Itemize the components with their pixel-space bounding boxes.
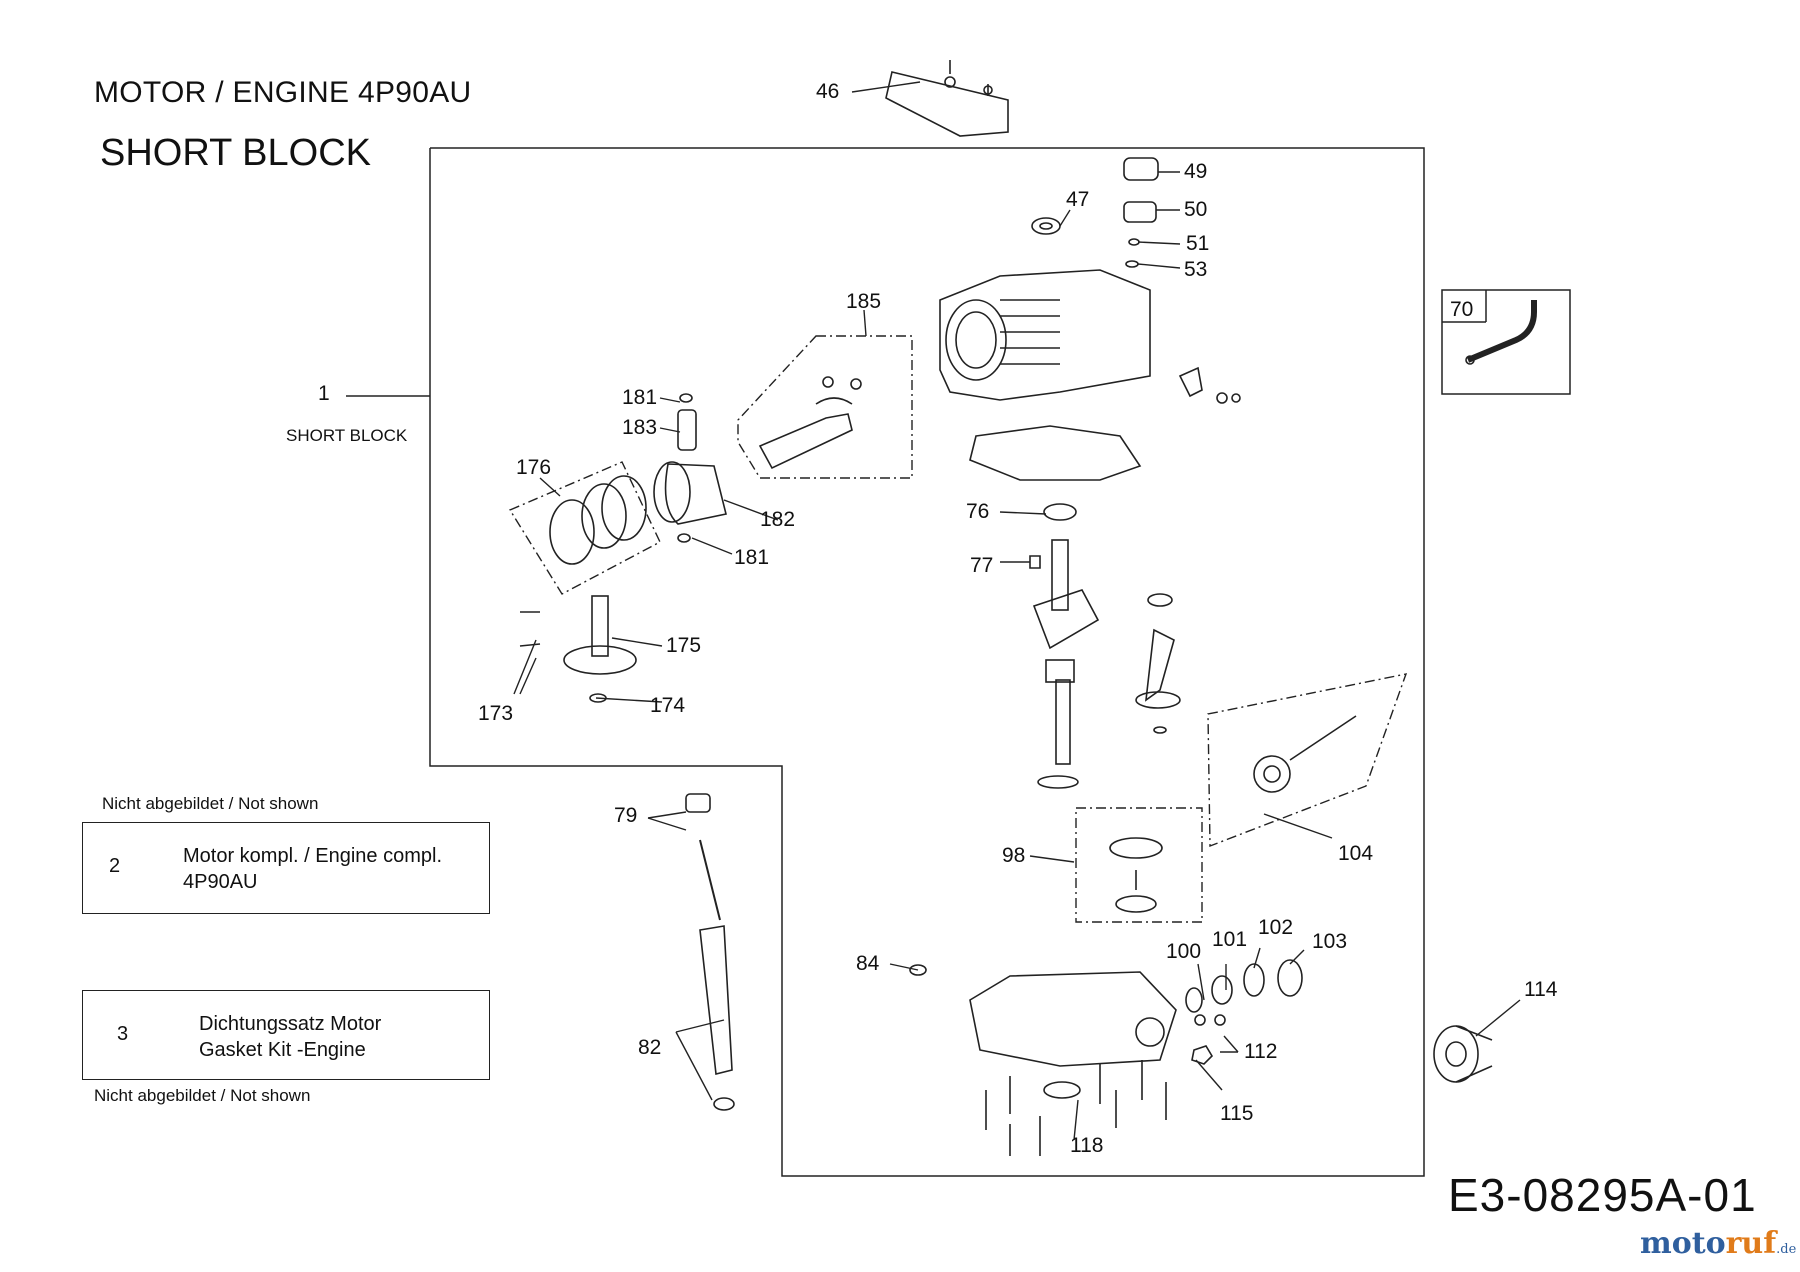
callout-47: 47	[1066, 188, 1090, 211]
not-shown-note-bottom: Nicht abgebildet / Not shown	[94, 1086, 311, 1105]
part-104-governor	[1253, 755, 1291, 793]
callout-1: 1	[318, 382, 330, 405]
part-183-pin	[677, 409, 697, 451]
callout-50: 50	[1184, 198, 1208, 221]
callout-112: 112	[1244, 1040, 1278, 1063]
callout-46: 46	[816, 80, 840, 103]
part-101-spring	[1211, 975, 1233, 1005]
item-2-line1: Motor kompl. / Engine compl.	[183, 845, 442, 867]
item-3-line2: Gasket Kit -Engine	[199, 1039, 366, 1061]
part-sump-cover	[969, 971, 1177, 1067]
part-185-conrod	[758, 413, 853, 470]
part-102-oring	[1243, 963, 1265, 997]
part-50-plate	[1123, 201, 1157, 223]
callout-182: 182	[760, 508, 796, 531]
callout-70: 70	[1450, 298, 1474, 321]
callout-101: 101	[1212, 928, 1248, 951]
callout-77: 77	[970, 554, 994, 577]
page-title: MOTOR / ENGINE 4P90AU	[94, 76, 472, 109]
group-185-outline	[737, 335, 913, 479]
part-70-hose	[1466, 300, 1537, 363]
callout-84: 84	[856, 952, 880, 975]
part-84-plug	[909, 964, 927, 976]
part-77-key	[1029, 555, 1041, 569]
part-82-tube	[699, 925, 733, 1075]
part-79-cap	[685, 793, 711, 813]
callout-118: 118	[1070, 1134, 1104, 1157]
part-176-ring-3	[601, 475, 647, 541]
part-115-nut	[1191, 1045, 1214, 1065]
part-182-piston	[664, 463, 727, 525]
part-76-seal	[1043, 503, 1077, 521]
short-block-frame	[429, 147, 1425, 1177]
callout-1-label: SHORT BLOCK	[286, 426, 408, 445]
callout-114: 114	[1524, 978, 1558, 1001]
drawing-code: E3-08295A-01	[1448, 1169, 1757, 1221]
callout-98: 98	[1002, 844, 1026, 867]
part-176-ring-1	[549, 499, 595, 565]
callout-181-bottom: 181	[734, 546, 770, 569]
item-2-line2: 4P90AU	[183, 871, 258, 893]
callout-100: 100	[1166, 940, 1202, 963]
part-gasket-sump	[969, 425, 1142, 481]
part-181-clip-top	[679, 393, 693, 403]
callout-115: 115	[1220, 1102, 1254, 1125]
item-70-box	[1441, 289, 1571, 395]
callout-51: 51	[1186, 232, 1210, 255]
item-3-box: 3 Dichtungssatz Motor Gasket Kit -Engine	[82, 990, 490, 1080]
callout-49: 49	[1184, 160, 1208, 183]
part-49-gasket	[1123, 157, 1159, 181]
part-46-plate	[885, 71, 1009, 137]
callout-102: 102	[1258, 916, 1294, 939]
not-shown-note-top: Nicht abgebildet / Not shown	[102, 794, 319, 813]
callout-181-top: 181	[622, 386, 658, 409]
item-3-number: 3	[117, 1023, 129, 1045]
part-98-gear	[1109, 837, 1163, 859]
item-3-line1: Dichtungssatz Motor	[199, 1013, 382, 1035]
item-2-description: Motor kompl. / Engine compl. 4P90AU	[183, 843, 442, 895]
part-173-lifter-2	[519, 643, 541, 647]
group-104-outline	[1207, 673, 1408, 848]
part-100-spring	[1185, 987, 1203, 1013]
part-crankshaft	[1051, 539, 1069, 611]
item-3-description: Dichtungssatz Motor Gasket Kit -Engine	[199, 1011, 381, 1063]
callout-103: 103	[1312, 930, 1348, 953]
item-2-box: 2 Motor kompl. / Engine compl. 4P90AU	[82, 822, 490, 914]
part-82-dipstick	[699, 839, 721, 921]
motoruf-logo: motoruf.de	[1640, 1226, 1797, 1261]
part-118-washer	[1043, 1081, 1081, 1099]
item-2-number: 2	[109, 855, 121, 877]
part-103-filter	[1277, 959, 1303, 997]
callout-173: 173	[478, 702, 514, 725]
callout-176: 176	[516, 456, 552, 479]
callout-104: 104	[1338, 842, 1374, 865]
callout-82: 82	[638, 1036, 662, 1059]
part-47-seal	[1031, 217, 1061, 235]
callout-183: 183	[622, 416, 658, 439]
part-174-washer	[589, 693, 607, 703]
part-181-clip-bottom	[677, 533, 691, 543]
part-176-ring-2	[581, 483, 627, 549]
part-crankcase-cylinder	[939, 269, 1151, 401]
group-176-outline	[508, 461, 661, 595]
part-114-cap	[1433, 1025, 1479, 1083]
callout-174: 174	[650, 694, 686, 717]
callout-79: 79	[614, 804, 638, 827]
group-98-outline	[1075, 807, 1203, 923]
callout-76: 76	[966, 500, 990, 523]
callout-185: 185	[846, 290, 882, 313]
page-subtitle: SHORT BLOCK	[100, 132, 372, 174]
part-175-cam-gear	[563, 645, 637, 675]
callout-175: 175	[666, 634, 702, 657]
callout-53: 53	[1184, 258, 1208, 281]
